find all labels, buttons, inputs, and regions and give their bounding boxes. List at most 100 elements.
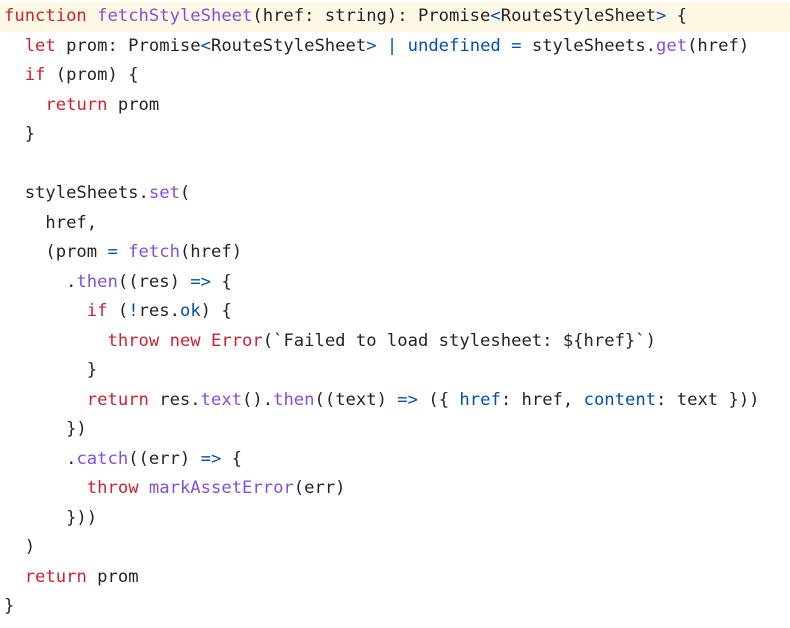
code-token-property: ! [128,301,139,321]
code-token-default: } [4,596,15,616]
code-token-default: prom: Promise [55,35,201,56]
code-token-default [159,331,169,351]
code-token-default [4,390,87,410]
code-token-function: fetchStyleSheet [97,6,253,26]
code-token-property: < [490,6,501,26]
code-line[interactable]: return prom [0,91,790,121]
code-token-default: prom [107,94,160,115]
code-token-function: set [148,183,180,203]
code-line[interactable]: .then((res) => { [0,268,790,298]
code-token-property: | [386,35,398,56]
code-line[interactable]: }) [0,415,790,445]
code-token-default: prom [86,566,139,587]
code-token-default [377,36,387,56]
code-token-function: fetch [128,242,180,262]
code-token-default: ) [4,537,36,557]
code-token-function: catch [76,448,129,469]
code-token-default [4,478,87,498]
code-line[interactable]: } [0,356,790,386]
code-token-default: (href: string): Promise [252,6,491,26]
code-token-default [4,65,25,85]
code-token-default [4,301,87,321]
code-line[interactable]: .catch((err) => { [0,445,790,475]
code-line[interactable]: styleSheets.set( [0,179,790,209]
code-token-property: => [200,448,222,469]
code-token-keyword: let [24,35,56,56]
code-token-default: } [4,360,98,380]
code-line[interactable]: } [0,120,790,150]
code-line[interactable]: if (!res.ok) { [0,297,790,327]
code-token-default: . [4,271,77,292]
code-token-default: (err) [293,478,346,498]
code-token-default: : href, [500,389,584,410]
code-token-function: then [273,389,315,410]
code-token-default: : text })) [656,389,760,410]
code-line[interactable]: href, [0,209,790,239]
code-token-default: styleSheets. [4,183,149,203]
code-token-default: ((err) [128,448,201,469]
code-token-default: (href) [179,242,243,262]
code-token-default: RouteStyleSheet [500,6,656,26]
code-token-default: (prom) { [45,65,139,85]
code-token-property: = [107,242,118,262]
code-token-default: (). [242,389,274,410]
code-token-default: href, [4,212,98,233]
code-token-default: (href) [687,35,750,56]
code-token-keyword: new [169,330,201,351]
code-token-default [397,36,407,56]
code-token-keyword: function [4,6,87,26]
code-token-keyword: throw [86,478,139,498]
code-token-default: res. [138,301,180,321]
code-line[interactable]: } [0,592,790,622]
code-line[interactable]: ) [0,533,790,563]
code-token-keyword: Error [211,330,263,351]
code-token-default: . [4,448,77,469]
code-token-default [4,95,45,115]
code-token-default [201,331,211,351]
code-line[interactable]: function fetchStyleSheet(href: string): … [0,2,790,32]
code-token-default: ( [107,301,129,321]
code-token-property: < [200,35,211,56]
code-token-function: then [76,271,118,292]
code-token-default [118,242,128,262]
code-token-default: { [221,448,243,469]
code-token-property: undefined [407,35,501,56]
code-token-property: ok [179,301,201,321]
code-token-keyword: if [24,65,46,85]
code-token-default: })) [4,507,98,528]
code-line[interactable]: return res.text().then((text) => ({ href… [0,386,790,416]
code-token-default: ) { [200,301,232,321]
code-line[interactable]: throw new Error(`Failed to load styleshe… [0,327,790,357]
code-token-function: markAssetError [148,478,294,498]
code-token-keyword: if [86,301,108,321]
code-line[interactable] [0,150,790,180]
code-token-property: = [511,35,522,56]
code-line[interactable]: let prom: Promise<RouteStyleSheet> | und… [0,32,790,62]
code-token-function: get [656,35,688,56]
code-line[interactable]: })) [0,504,790,534]
code-token-default: ( [179,183,191,203]
code-line[interactable]: if (prom) { [0,61,790,91]
code-token-property: href [459,389,501,410]
code-token-default: (prom [4,242,108,262]
code-token-default: }) [4,419,87,439]
code-token-default [501,36,511,56]
code-token-property: > [655,6,667,26]
code-line[interactable]: return prom [0,563,790,593]
code-line[interactable]: throw markAssetError(err) [0,474,790,504]
code-token-keyword: throw [107,330,160,351]
code-line[interactable]: (prom = fetch(href) [0,238,790,268]
code-token-string: (`Failed to load stylesheet: ${href}`) [262,330,656,351]
code-token-keyword: return [24,566,87,587]
code-token-default: styleSheets. [521,35,657,56]
code-token-default [4,36,25,56]
code-token-default [87,6,97,26]
code-token-keyword: return [45,94,108,115]
code-token-default: RouteStyleSheet [210,35,367,56]
code-token-default: } [4,124,36,144]
code-token-default [4,331,107,351]
code-token-default [4,567,25,587]
code-token-default: ((res) [117,271,191,292]
